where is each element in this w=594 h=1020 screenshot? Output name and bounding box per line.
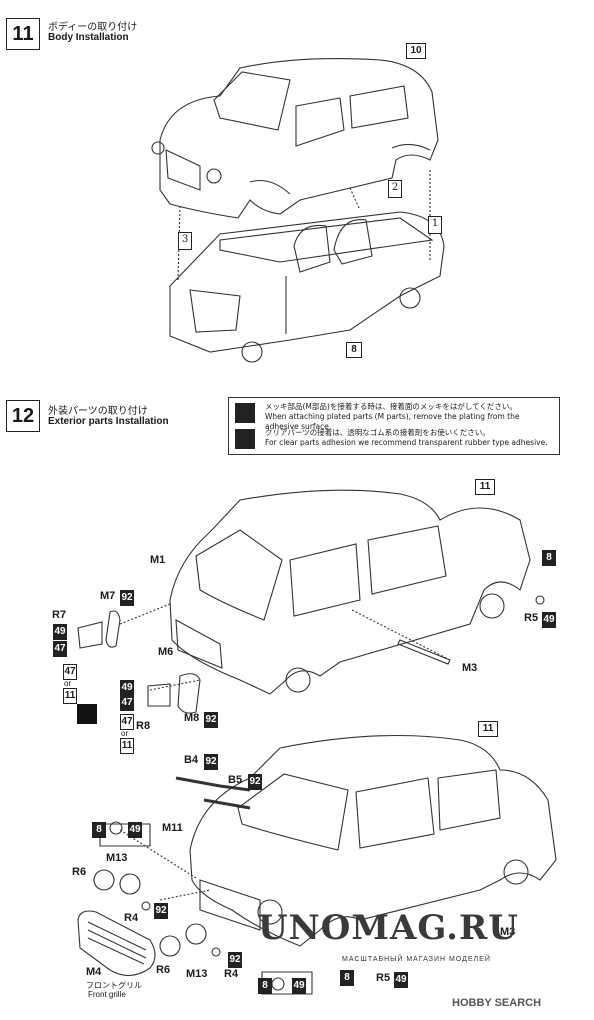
label-r5-upper: R5: [524, 612, 539, 624]
label-r6-a: R6: [72, 866, 87, 878]
watermark-tagline: МАСШТАБНЫЙ МАГАЗИН МОДЕЛЕЙ: [342, 956, 491, 963]
label-m13-b: M13: [186, 968, 208, 980]
color-49-c: 49: [128, 822, 142, 838]
or-2: or: [121, 729, 129, 738]
r6-lens-drawing: [93, 869, 115, 891]
m4-front-grille-drawing: [77, 910, 156, 977]
step-11-part-10: 10: [406, 43, 426, 59]
label-m13-a: M13: [106, 852, 128, 864]
step-11-title-jp: ボディーの取り付け: [48, 22, 138, 33]
label-r4-a: R4: [124, 912, 139, 924]
m4-name-jp: フロントグリル: [86, 981, 142, 990]
color-b4: 92: [204, 754, 218, 770]
step-11-callout-2: 2: [388, 180, 402, 198]
step-11-part-8: 8: [346, 342, 362, 358]
star-mark: [77, 704, 97, 724]
label-b4: B4: [184, 754, 199, 766]
m3-side-trim-drawing: [397, 639, 451, 665]
note-clear-en: For clear parts adhesion we recommend tr…: [265, 438, 548, 447]
color-11-a: 11: [63, 688, 77, 704]
watermark-brand: HOBBY SEARCH: [452, 997, 542, 1009]
label-m3-upper: M3: [462, 662, 478, 674]
color-92-a: 92: [154, 903, 168, 919]
label-m8: M8: [184, 712, 200, 724]
glue-icon: [235, 429, 255, 449]
color-49-a: 49: [53, 624, 67, 640]
watermark-site: UNOMAG.RU: [258, 908, 519, 948]
note-plating-en: When attaching plated parts (M parts), r…: [265, 412, 520, 431]
m8-bezel-drawing: [177, 673, 201, 714]
step-12-lower-part-11: 11: [478, 721, 498, 737]
step-12-title-jp: 外装パーツの取り付け: [48, 406, 148, 417]
label-r4-b: R4: [224, 968, 239, 980]
label-b5: B5: [228, 774, 243, 786]
color-8-c: 8: [340, 970, 354, 986]
step-11-title-en: Body Installation: [48, 32, 129, 43]
r8-lens-drawing: [147, 683, 171, 707]
step-11-number: 11: [6, 18, 40, 50]
note-clear-jp: クリアパーツの接着は、透明なゴム系の接着剤をお使いください。: [265, 428, 490, 437]
color-49-b: 49: [120, 680, 134, 696]
m13-rim-drawing: [119, 873, 141, 895]
color-m7: 92: [120, 590, 134, 606]
color-49-d: 49: [292, 978, 306, 994]
label-m3-lower: M3: [500, 926, 516, 938]
color-r5-lower: 49: [394, 972, 408, 988]
note-plating-jp: メッキ部品(M部品)を接着する時は、接着面のメッキをはがしてください。: [265, 402, 517, 411]
color-8-a: 8: [92, 822, 106, 838]
step-12-number: 12: [6, 400, 40, 432]
step-12-upper-part-11: 11: [475, 479, 495, 495]
label-m7: M7: [100, 590, 116, 602]
color-47-b: 47: [63, 664, 77, 680]
color-47-d: 47: [120, 714, 134, 730]
step-12-title-en: Exterior parts Installation: [48, 416, 169, 427]
step-11-callout-1: 1: [428, 216, 442, 234]
label-m4: M4: [86, 966, 102, 978]
color-r5-upper: 49: [542, 612, 556, 628]
color-92-b: 92: [228, 952, 242, 968]
color-11-b: 11: [120, 738, 134, 754]
label-r7: R7: [52, 609, 67, 621]
step-11-callout-3: 3: [178, 232, 192, 250]
label-m1: M1: [150, 554, 166, 566]
color-b5: 92: [248, 774, 262, 790]
label-r6-b: R6: [156, 964, 171, 976]
plating-warning-icon: [235, 403, 255, 423]
m7-bezel-drawing: [105, 610, 121, 648]
step-12-upper-part-8: 8: [542, 550, 556, 566]
color-47-c: 47: [120, 695, 134, 711]
assembly-notes-box: メッキ部品(M部品)を接着する時は、接着面のメッキをはがしてください。 When…: [228, 397, 560, 455]
label-m11: M11: [162, 822, 183, 834]
label-m6: M6: [158, 646, 174, 658]
color-8-b: 8: [258, 978, 272, 994]
color-47-a: 47: [53, 641, 67, 657]
label-r5-lower: R5: [376, 972, 391, 984]
m4-name-en: Front grille: [88, 990, 126, 999]
or-1: or: [64, 679, 72, 688]
r7-lens-drawing: [77, 621, 103, 649]
label-r8: R8: [136, 720, 151, 732]
color-m8: 92: [204, 712, 218, 728]
body-shell-drawing: [159, 58, 439, 219]
